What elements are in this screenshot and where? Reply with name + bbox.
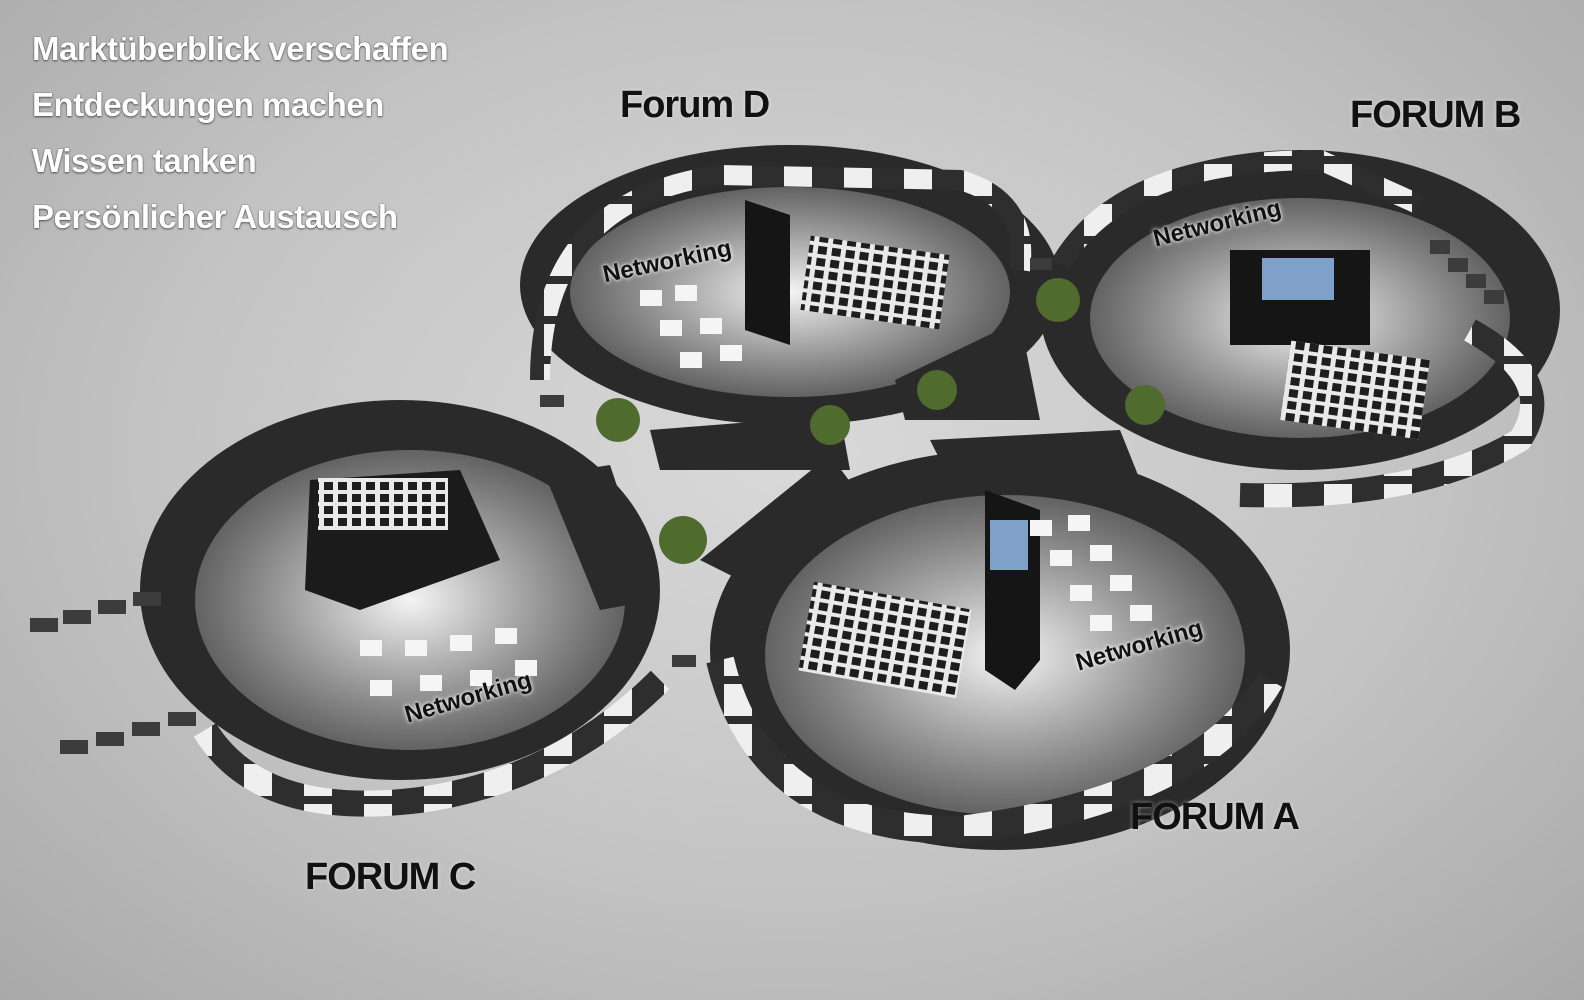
forum-a-booth-wall (706, 656, 1283, 845)
decorative-plants (596, 278, 1165, 564)
forum-d-booth-wall (530, 164, 1032, 381)
forum-d-networking-tables (640, 285, 742, 368)
forum-b-booth-wall-bottom (1239, 319, 1545, 508)
tagline-market-overview: Marktüberblick verschaffen (32, 30, 449, 67)
forum-d-area (520, 145, 1060, 425)
forum-c-booth-wall (193, 670, 670, 817)
forum-d-label: Forum D (620, 84, 770, 126)
planter-boxes (30, 240, 1504, 754)
forum-c-seating (318, 478, 448, 530)
tagline-discoveries: Entdeckungen machen (32, 86, 384, 123)
connector-booths (545, 320, 1140, 610)
tagline-exchange: Persönlicher Austausch (32, 198, 398, 235)
forum-b-label: FORUM B (1350, 94, 1521, 136)
forum-d-stage-wall (745, 200, 790, 345)
forum-b-seating (1280, 340, 1430, 440)
forum-d-seating (800, 235, 950, 330)
forum-a-area (706, 450, 1290, 850)
forum-b-screen-image (1262, 258, 1334, 300)
forum-c-area (140, 400, 670, 817)
forum-a-networking-tables (1030, 515, 1152, 631)
forum-a-label: FORUM A (1130, 796, 1300, 838)
forum-c-networking-tables (360, 628, 537, 696)
forum-a-screen-image (990, 520, 1028, 570)
forum-b-area (1040, 149, 1560, 508)
forum-b-booth-wall-top (1051, 149, 1425, 271)
forum-c-label: FORUM C (305, 856, 476, 898)
tagline-knowledge: Wissen tanken (32, 142, 257, 179)
forum-a-seating (798, 581, 972, 699)
